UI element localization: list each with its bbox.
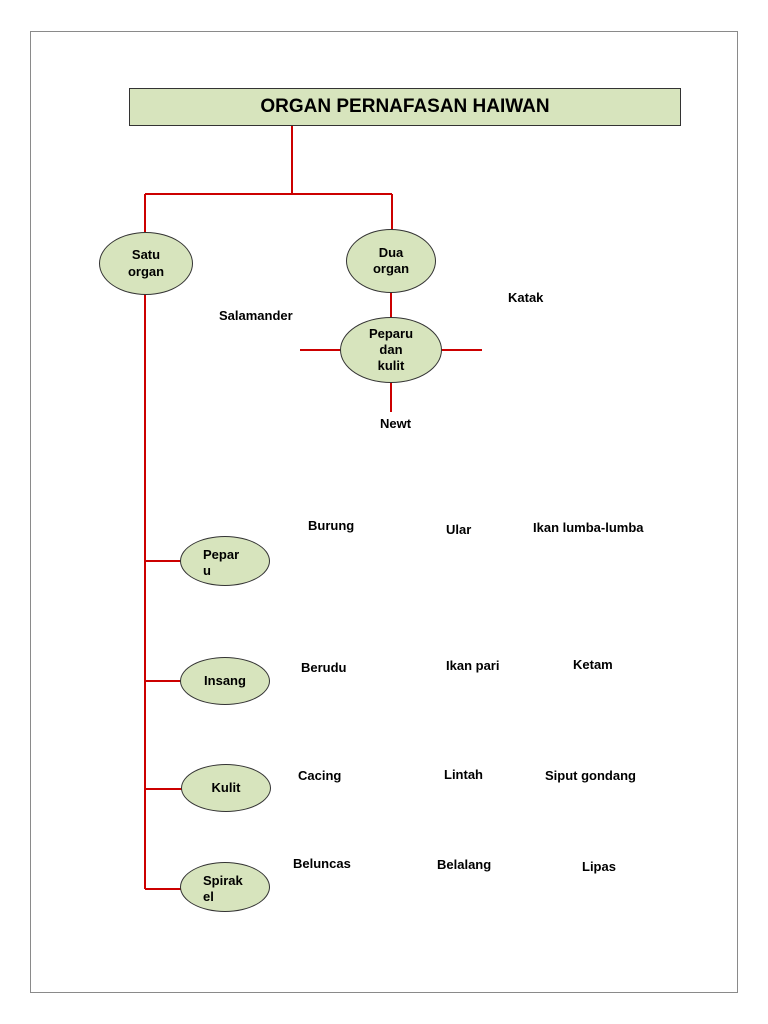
example-berudu: Berudu	[301, 660, 347, 675]
example-ikan-lumba-lumba: Ikan lumba-lumba	[533, 520, 644, 535]
example-siput-gondang: Siput gondang	[545, 768, 636, 783]
node-kulit: Kulit	[181, 764, 271, 812]
example-katak: Katak	[508, 290, 544, 305]
node-insang: Insang	[180, 657, 270, 705]
example-burung: Burung	[308, 518, 355, 533]
example-lintah: Lintah	[444, 767, 483, 782]
example-belalang: Belalang	[437, 857, 492, 872]
example-ketam: Ketam	[573, 657, 613, 672]
node-peparu-dan-kulit: Peparu dan kulit	[340, 317, 442, 383]
example-ikan-pari: Ikan pari	[446, 658, 500, 673]
example-ular: Ular	[446, 522, 472, 537]
diagram-title: ORGAN PERNAFASAN HAIWAN	[129, 88, 681, 126]
example-lipas: Lipas	[582, 859, 616, 874]
node-spirakel: Spirak el	[180, 862, 270, 912]
node-peparu: Pepar u	[180, 536, 270, 586]
page-border	[30, 31, 738, 993]
node-dua-organ: Dua organ	[346, 229, 436, 293]
example-salamander: Salamander	[219, 308, 293, 323]
example-cacing: Cacing	[298, 768, 342, 783]
example-newt: Newt	[380, 416, 412, 431]
node-satu-organ: Satu organ	[99, 232, 193, 295]
example-beluncas: Beluncas	[293, 856, 351, 871]
